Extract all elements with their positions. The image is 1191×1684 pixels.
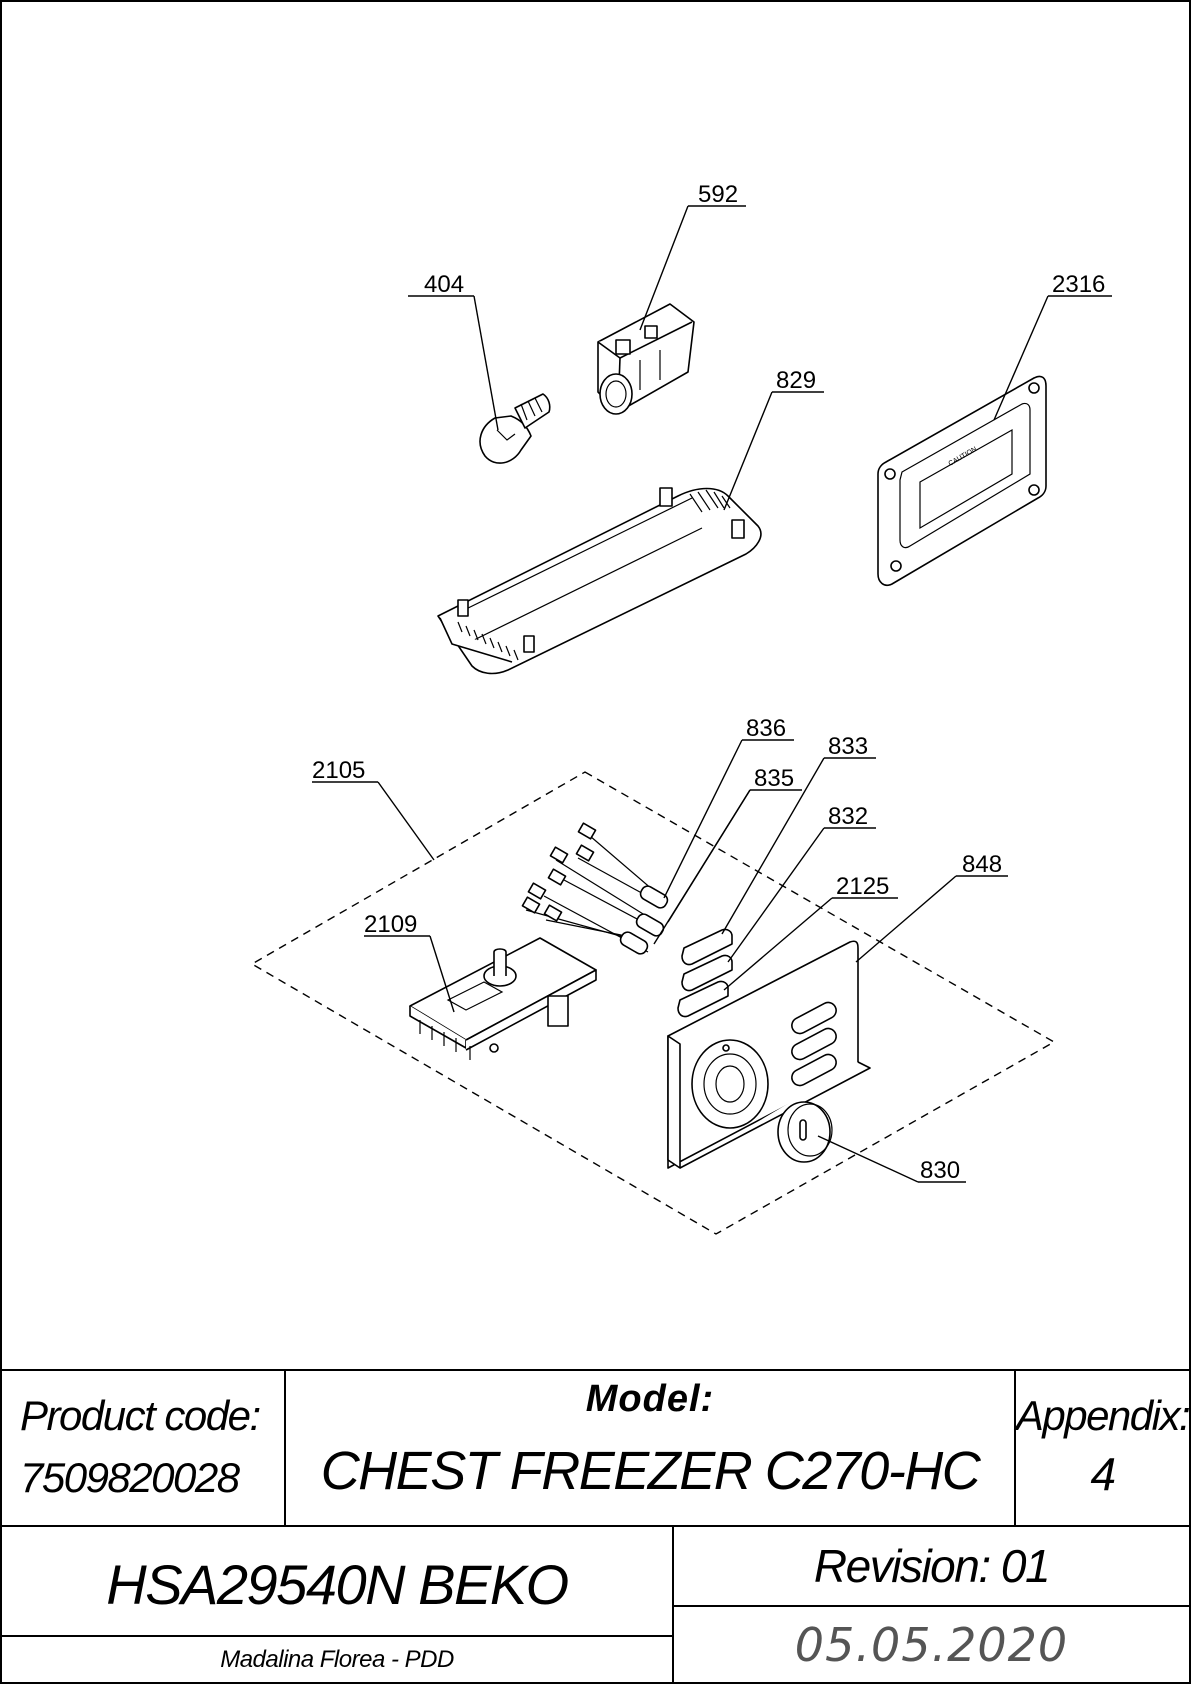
svg-text:830: 830: [920, 1157, 960, 1184]
callout-832: 832: [727, 803, 876, 963]
svg-text:848: 848: [962, 851, 1002, 878]
callout-835: 835: [653, 765, 802, 945]
callout-404: 404: [408, 271, 499, 431]
revision: Revision: 01: [813, 1540, 1051, 1592]
part-2105-assembly-boundary: [250, 771, 1056, 1235]
svg-text:829: 829: [776, 367, 816, 394]
svg-text:836: 836: [746, 715, 786, 742]
callout-833: 833: [721, 733, 876, 935]
svg-text:592: 592: [698, 181, 738, 208]
part-848-control-panel: [667, 940, 871, 1169]
callout-592: 592: [639, 181, 746, 331]
revision-date: 05.05.2020: [794, 1618, 1069, 1672]
callout-2125: 2125: [723, 873, 898, 991]
svg-text:833: 833: [828, 733, 868, 760]
callout-830: 830: [817, 1135, 966, 1184]
callout-2109: 2109: [364, 911, 455, 1013]
svg-text:2125: 2125: [836, 873, 889, 900]
part-2316-caution-cover: CAUTION: [877, 375, 1047, 587]
product-code: 7509820028: [20, 1454, 240, 1501]
part-829-lamp-cover: [437, 487, 762, 675]
callout-2316: 2316: [993, 271, 1112, 421]
svg-text:2105: 2105: [312, 757, 365, 784]
author: Madalina Florea - PDD: [220, 1646, 454, 1673]
part-2109-thermostat: [409, 937, 597, 1060]
part-835-836-wires: [521, 822, 669, 955]
product-code-label: Product code:: [20, 1392, 261, 1439]
part-592-lamp-holder: [597, 303, 695, 415]
callout-829: 829: [723, 367, 824, 511]
appendix-label: Appendix:: [1015, 1392, 1191, 1439]
part-404-bulb: [479, 393, 551, 464]
part-833-832-2125-buttons: [677, 928, 733, 1018]
callout-2105: 2105: [312, 757, 435, 861]
callout-848: 848: [855, 851, 1008, 963]
appendix-number: 4: [1090, 1448, 1116, 1500]
product-name: HSA29540N BEKO: [106, 1552, 569, 1616]
svg-text:835: 835: [754, 765, 794, 792]
svg-text:2316: 2316: [1052, 271, 1105, 298]
part-830-knob: [777, 1101, 833, 1163]
model-label: Model:: [585, 1377, 715, 1420]
callout-836: 836: [663, 715, 794, 899]
svg-text:404: 404: [424, 271, 464, 298]
model-name: CHEST FREEZER C270-HC: [320, 1441, 981, 1501]
svg-text:832: 832: [828, 803, 868, 830]
title-block-grid: [1, 1369, 1190, 1683]
svg-text:2109: 2109: [364, 911, 417, 938]
